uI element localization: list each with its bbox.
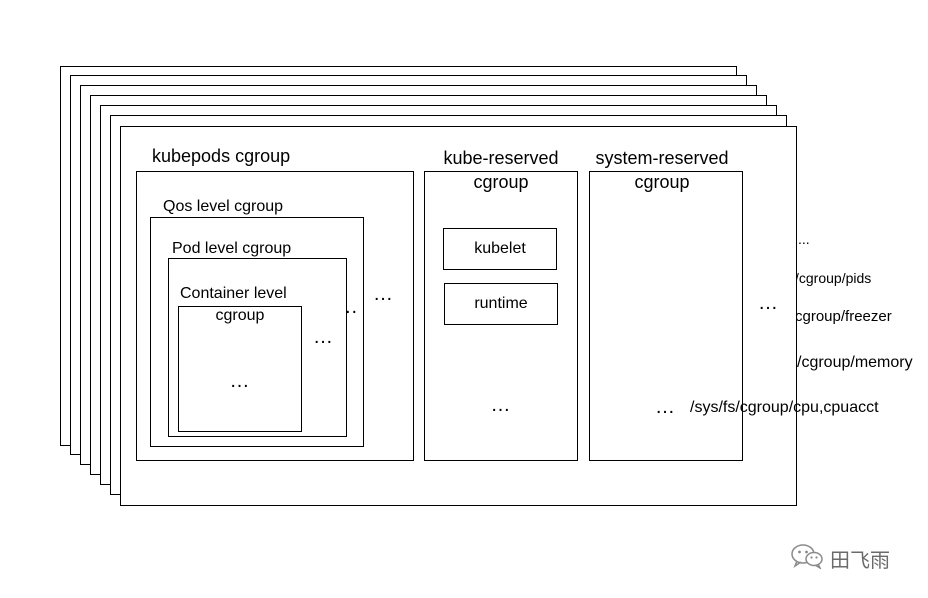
kubepods-title: kubepods cgroup <box>152 146 291 166</box>
layers-ellipsis: … <box>758 292 779 314</box>
kubepods-ellipsis: … <box>373 283 394 305</box>
layer-label-cpu-cpuacct: /sys/fs/cgroup/cpu,cpuacct <box>690 399 879 416</box>
runtime-label: runtime <box>474 295 528 312</box>
qos-ellipsis: .. <box>345 296 359 318</box>
pod-ellipsis: … <box>313 326 334 348</box>
kube-reserved-ellipsis: … <box>490 394 512 416</box>
pod-title: Pod level cgroup <box>172 240 292 257</box>
kubelet-box <box>443 228 557 270</box>
layer-label-pids: /cgroup/pids <box>795 270 872 286</box>
system-reserved-cgroup-box <box>589 171 743 461</box>
runtime-box <box>444 283 558 325</box>
kube-reserved-title-line2: cgroup <box>473 172 529 192</box>
qos-title: Qos level cgroup <box>163 198 284 215</box>
system-reserved-ellipsis: … <box>655 396 676 418</box>
container-title-line2: cgroup <box>215 307 265 324</box>
layer-label-memory: /cgroup/memory <box>797 354 913 371</box>
system-reserved-title-line1: system-reserved <box>595 148 729 168</box>
layer-label-freezer: cgroup/freezer <box>795 308 892 325</box>
container-level-cgroup-box <box>178 306 302 432</box>
layer-label-more: ... <box>798 231 810 247</box>
watermark-text: 田飞雨 <box>830 548 890 572</box>
container-title-line1: Container level <box>180 285 287 302</box>
system-reserved-title-line2: cgroup <box>634 172 690 192</box>
watermark: 田飞雨 <box>790 543 890 574</box>
container-ellipsis: … <box>229 370 251 392</box>
kubelet-label: kubelet <box>474 240 526 257</box>
wechat-icon <box>790 543 824 574</box>
kube-reserved-title-line1: kube-reserved <box>443 148 559 168</box>
